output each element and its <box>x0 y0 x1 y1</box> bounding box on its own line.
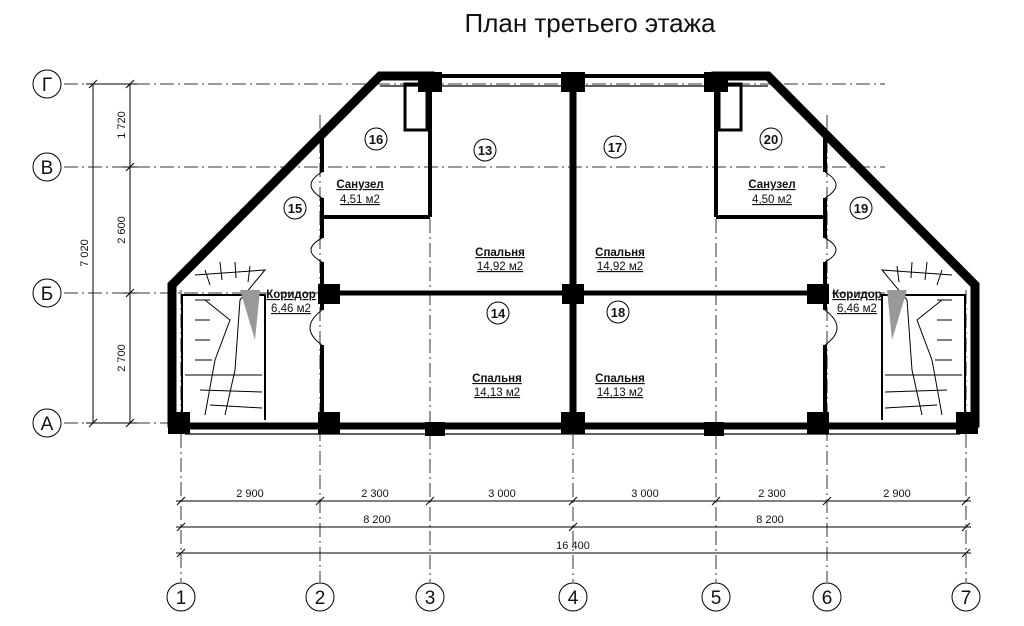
structural-columns <box>168 72 978 436</box>
room-13-area: 14,92 м2 <box>477 261 523 273</box>
axis-bubble-v <box>32 152 62 182</box>
room-13-name: Спальня <box>475 247 525 259</box>
dim-h-2: 2 300 <box>361 488 389 500</box>
axis-bubble-5 <box>701 582 731 612</box>
room-13-number: 13 <box>478 143 492 158</box>
dim-v-1: 1 720 <box>116 111 128 139</box>
axis-label-4: 4 <box>568 588 579 609</box>
room-20: 20 Санузел 4,50 м2 <box>748 127 796 206</box>
room-18-area: 14,13 м2 <box>597 387 643 399</box>
room-16-name: Санузел <box>336 179 383 191</box>
room-19-name: Коридор <box>832 289 882 301</box>
room-20-name: Санузел <box>748 179 795 191</box>
room-16: 16 Санузел 4,51 м2 <box>336 127 388 206</box>
staircase-left <box>185 261 267 416</box>
axis-bubble-3 <box>415 582 445 612</box>
axis-label-6: 6 <box>822 588 833 609</box>
dim-h-1: 2 900 <box>236 488 264 500</box>
room-17: 17 Спальня 14,92 м2 <box>595 135 645 273</box>
room-17-number: 17 <box>608 140 622 155</box>
axis-bubble-1 <box>166 582 196 612</box>
axis-bubble-4 <box>558 582 588 612</box>
axis-bubble-6 <box>812 582 842 612</box>
room-14-area: 14,13 м2 <box>474 387 520 399</box>
axis-bubble-7 <box>951 582 981 612</box>
room-15-area: 6,46 м2 <box>271 303 311 315</box>
room-16-number: 16 <box>369 132 383 147</box>
page-title: План третьего этажа <box>465 8 717 38</box>
axis-bubble-a <box>32 408 62 438</box>
axis-bubble-b <box>32 278 62 308</box>
room-19-area: 6,46 м2 <box>837 303 877 315</box>
room-14: 14 Спальня 14,13 м2 <box>472 301 522 399</box>
axis-label-2: 2 <box>315 588 326 609</box>
room-14-name: Спальня <box>472 373 522 385</box>
dim-v-total: 7 020 <box>79 239 91 267</box>
axis-label-3: 3 <box>425 588 436 609</box>
door-swings <box>309 171 838 346</box>
axis-label-7: 7 <box>961 588 972 609</box>
axis-label-1: 1 <box>176 588 187 609</box>
vertical-dimensions: 1 720 2 600 2 700 7 020 <box>79 79 137 428</box>
dim-h-4: 3 000 <box>631 488 659 500</box>
dim-h-left-half: 8 200 <box>363 514 391 526</box>
axis-label-v: В <box>41 158 54 179</box>
room-19-number: 19 <box>854 201 868 216</box>
dim-h-total: 16 400 <box>556 540 590 552</box>
dim-h-6: 2 900 <box>883 488 911 500</box>
room-18-number: 18 <box>611 305 625 320</box>
room-19: 19 Коридор 6,46 м2 <box>832 196 882 315</box>
dim-v-2: 2 600 <box>116 216 128 244</box>
axis-label-a: А <box>41 414 54 435</box>
column-axis-markers: 1 2 3 4 5 6 7 <box>166 582 981 612</box>
row-axis-markers: Г В Б А <box>32 69 62 438</box>
staircase-right <box>880 261 962 416</box>
room-17-name: Спальня <box>595 247 645 259</box>
axis-bubble-2 <box>305 582 335 612</box>
room-18: 18 Спальня 14,13 м2 <box>595 300 645 399</box>
dim-h-right-half: 8 200 <box>756 514 784 526</box>
room-16-area: 4,51 м2 <box>340 194 380 206</box>
room-13: 13 Спальня 14,92 м2 <box>473 138 525 273</box>
axis-label-5: 5 <box>711 588 722 609</box>
horizontal-dimensions: 2 900 2 300 3 000 3 000 2 300 2 900 8 20… <box>176 488 971 558</box>
room-15-number: 15 <box>288 201 302 216</box>
room-20-area: 4,50 м2 <box>752 194 792 206</box>
axis-label-b: Б <box>41 284 53 305</box>
dim-h-5: 2 300 <box>758 488 786 500</box>
room-15: 15 Коридор 6,46 м2 <box>266 196 316 315</box>
dim-v-3: 2 700 <box>116 344 128 372</box>
axis-bubble-g <box>32 69 62 99</box>
axis-label-g: Г <box>42 75 52 96</box>
room-15-name: Коридор <box>266 289 316 301</box>
room-18-name: Спальня <box>595 373 645 385</box>
interior-walls <box>181 78 966 428</box>
dim-h-3: 3 000 <box>488 488 516 500</box>
room-20-number: 20 <box>764 132 778 147</box>
room-17-area: 14,92 м2 <box>597 261 643 273</box>
room-14-number: 14 <box>491 306 506 321</box>
